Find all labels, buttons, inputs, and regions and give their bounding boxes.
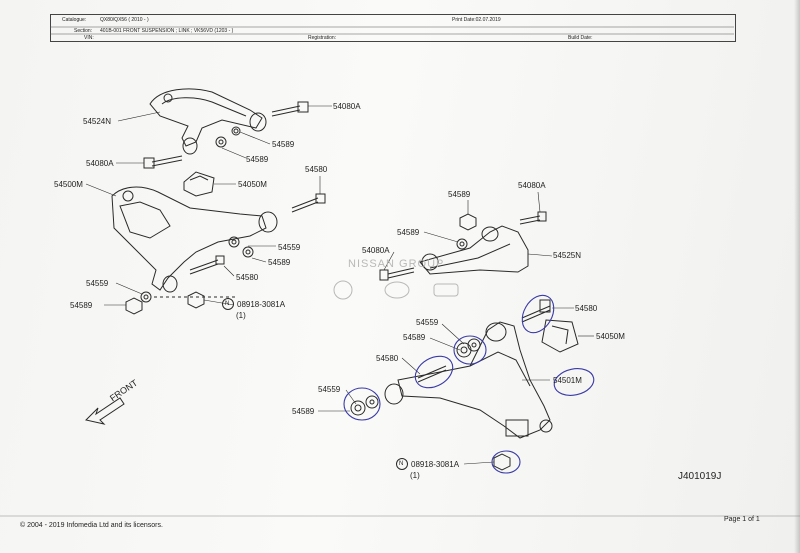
part-label: 54501M <box>553 376 582 385</box>
section-label: Section: <box>74 28 93 34</box>
part-label: 54559 <box>318 385 341 394</box>
part-label: 54589 <box>397 228 420 237</box>
part-label: 54080A <box>333 102 361 111</box>
brand-logos <box>333 280 459 300</box>
part-label: 54500M <box>54 180 83 189</box>
n-circle-right <box>396 458 408 470</box>
lower-arm-right-drawing <box>384 321 553 439</box>
build-date-label: Build Date: <box>568 35 593 41</box>
nissan-group-watermark: NISSAN GROUP <box>348 258 445 270</box>
catalogue-label: Catalogue: <box>62 17 87 23</box>
bolt-54580-left-mid <box>189 255 225 275</box>
part-label: 54525N <box>553 251 582 260</box>
part-label: 08918-3081A <box>411 460 460 469</box>
part-label: 54080A <box>86 159 114 168</box>
part-label: 54589 <box>272 140 295 149</box>
part-label: 54080A <box>518 181 546 190</box>
lower-arm-left-drawing <box>111 186 278 293</box>
part-quantity: (1) <box>236 311 246 320</box>
diagram-code: J401019J <box>678 471 722 482</box>
catalogue-value: QX80/QX56 ( 2010 - ) <box>100 17 149 23</box>
part-label: 54580 <box>575 304 598 313</box>
part-label: 54580 <box>376 354 399 363</box>
bolt-54080a-left <box>143 155 183 169</box>
part-label: 08918-3081A <box>237 300 286 309</box>
copyright: © 2004 - 2019 Infomedia Ltd and its lice… <box>20 522 163 529</box>
part-label: 54580 <box>305 165 328 174</box>
upper-arm-left-drawing <box>149 88 267 155</box>
part-quantity: (1) <box>410 471 420 480</box>
n-symbol: N <box>225 301 230 307</box>
part-label: 54080A <box>362 246 390 255</box>
part-label: 54559 <box>416 318 439 327</box>
leader-lines <box>85 105 594 465</box>
bolt-54580-right-mid <box>417 365 447 383</box>
n-circle-left <box>222 298 234 310</box>
part-label: 54589 <box>292 407 315 416</box>
upper-arm-right-drawing <box>419 225 529 275</box>
part-label: 54559 <box>86 279 109 288</box>
part-label: 54589 <box>403 333 426 342</box>
part-label: 54050M <box>238 180 267 189</box>
print-date: Print Date:02.07.2019 <box>452 17 501 23</box>
part-label: 54589 <box>70 301 93 310</box>
part-label: 54589 <box>448 190 471 199</box>
page-edge-shadow <box>794 0 800 553</box>
hand-marked-circles <box>343 294 595 474</box>
page-number: Page 1 of 1 <box>724 516 760 523</box>
registration-label: Registration: <box>308 35 337 41</box>
bolt-54580-right-top <box>521 299 551 323</box>
part-label: 54559 <box>278 243 301 252</box>
front-arrow <box>85 397 125 425</box>
vin-label: VIN: <box>84 35 94 41</box>
section-value: 401B-001 FRONT SUSPENSION ; LINK ; VK56V… <box>100 28 234 34</box>
header-box <box>50 14 736 42</box>
part-label: 54580 <box>236 273 259 282</box>
bolt-54080a-top <box>271 101 309 117</box>
bolt-54080a-right-top <box>519 211 547 225</box>
part-label: 54050M <box>596 332 625 341</box>
n-symbol: N <box>399 461 404 467</box>
part-label: 54589 <box>268 258 291 267</box>
bolt-54580-left-top <box>291 193 326 213</box>
part-label: 54589 <box>246 155 269 164</box>
part-label: 54524N <box>83 117 112 126</box>
